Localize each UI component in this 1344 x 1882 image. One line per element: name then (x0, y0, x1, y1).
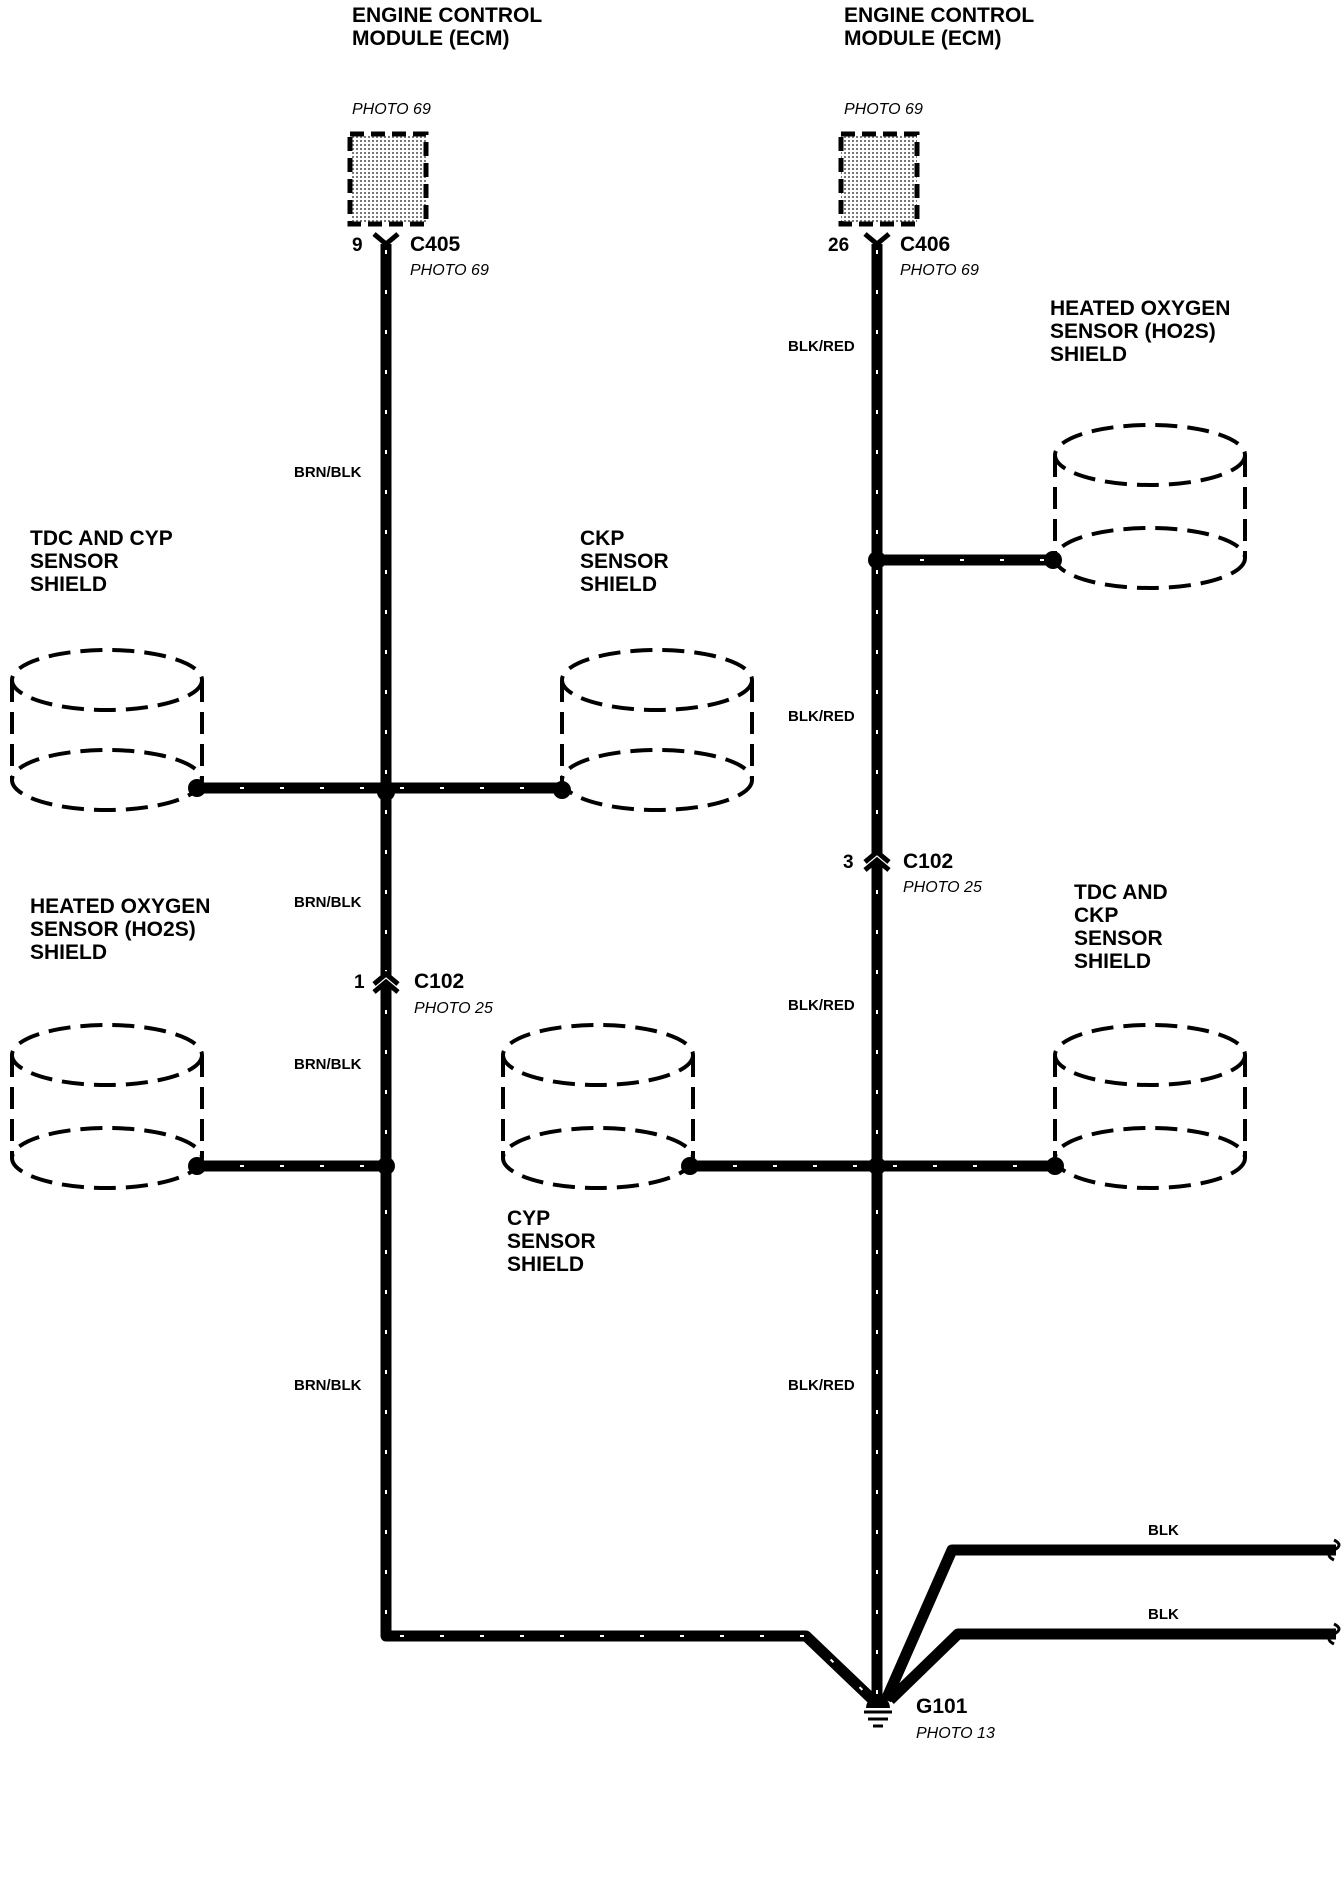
right-c102-photo: PHOTO 25 (903, 879, 982, 896)
wire-color-label: BRN/BLK (294, 464, 362, 481)
left-c102-label: C102 (414, 970, 464, 993)
shield-label: CKP (1074, 904, 1118, 927)
wire-color-label: BLK/RED (788, 708, 855, 725)
left-ecm-photo-ref: PHOTO 69 (352, 101, 431, 118)
right-c102-pin: 3 (843, 852, 854, 873)
left-wire-labels: BRN/BLK BRN/BLK BRN/BLK BRN/BLK (294, 464, 362, 1394)
wire-color-label: BRN/BLK (294, 1056, 362, 1073)
blk-wire-1 (880, 1544, 1336, 1703)
left-c102-pin: 1 (354, 972, 365, 993)
shield-label: SHIELD (30, 941, 107, 964)
left-c102-connector: 1 C102 PHOTO 25 (354, 970, 493, 1017)
junction-dot (377, 1157, 395, 1175)
shield-label: SHIELD (1074, 950, 1151, 973)
wire-color-label: BLK/RED (788, 338, 855, 355)
right-c102-label: C102 (903, 850, 953, 873)
right-ecm-connector: C406 (900, 233, 950, 256)
wire-color-label: BLK/RED (788, 1377, 855, 1394)
junction-dot (553, 781, 571, 799)
right-ecm-pin: 26 (828, 235, 849, 256)
right-wire-labels: BLK/RED BLK/RED BLK/RED BLK/RED (788, 338, 855, 1394)
shield-label: SHIELD (1050, 343, 1127, 366)
cylinder-shield-icon (501, 1023, 695, 1190)
shield-label: CYP (507, 1207, 550, 1230)
shield-label: SENSOR (HO2S) (30, 918, 196, 941)
ground-label: G101 (916, 1695, 968, 1718)
shield-label: SENSOR (507, 1230, 596, 1253)
left-ecm-title-line2: MODULE (ECM) (352, 27, 509, 50)
right-ecm-photo-ref: PHOTO 69 (844, 101, 923, 118)
left-ecm-title-line1: ENGINE CONTROL (352, 4, 542, 27)
wire-color-label: BLK/RED (788, 997, 855, 1014)
cylinder-shield-icon (560, 648, 754, 812)
shield-label: SENSOR (580, 550, 669, 573)
wire-color-label: BLK (1148, 1522, 1179, 1539)
wire-color-label: BLK (1148, 1606, 1179, 1623)
shield-label: TDC AND CYP (30, 527, 173, 550)
wire-color-label: BRN/BLK (294, 1377, 362, 1394)
ground-icon (864, 1696, 892, 1728)
shield-label: HEATED OXYGEN (1050, 297, 1230, 320)
left-ecm-connector: C405 (410, 233, 461, 256)
shield-cyp: CYP SENSOR SHIELD (501, 1023, 695, 1276)
cylinder-shield-icon (1053, 1023, 1247, 1190)
left-main-wire (380, 244, 877, 1704)
junction-dot (377, 783, 395, 801)
connector-chevron-icon (863, 232, 891, 248)
junction-dot (1046, 1157, 1064, 1175)
shield-tdc-ckp: TDC AND CKP SENSOR SHIELD (1053, 881, 1247, 1190)
wire-break-icon (1327, 1622, 1341, 1646)
shield-label: HEATED OXYGEN (30, 895, 210, 918)
shield-label: SHIELD (30, 573, 107, 596)
cylinder-shield-icon (1053, 423, 1247, 590)
left-ecm-block: ENGINE CONTROL MODULE (ECM) PHOTO 69 9 C… (347, 4, 542, 279)
shield-label: SHIELD (507, 1253, 584, 1276)
blk-wire-2 (886, 1628, 1336, 1704)
connector-chevron-icon (372, 232, 400, 248)
right-ecm-title-line2: MODULE (ECM) (844, 27, 1001, 50)
ecm-module-icon (838, 131, 920, 227)
junction-dot (868, 551, 886, 569)
wires (197, 244, 1336, 1704)
wire-color-label: BRN/BLK (294, 894, 362, 911)
right-ecm-connector-photo: PHOTO 69 (900, 262, 979, 279)
left-c102-photo: PHOTO 25 (414, 1000, 493, 1017)
blk-wires-labels: BLK BLK (1148, 1522, 1341, 1646)
right-ecm-block: ENGINE CONTROL MODULE (ECM) PHOTO 69 26 … (828, 4, 1034, 279)
left-ecm-pin: 9 (352, 235, 363, 256)
shield-label: SHIELD (580, 573, 657, 596)
ground-g101: G101 PHOTO 13 (864, 1695, 995, 1742)
shield-ckp: CKP SENSOR SHIELD (560, 527, 754, 812)
shield-tdc-cyp: TDC AND CYP SENSOR SHIELD (10, 527, 204, 812)
right-c102-connector: 3 C102 PHOTO 25 (843, 848, 982, 896)
ground-photo: PHOTO 13 (916, 1725, 995, 1742)
shield-label: SENSOR (1074, 927, 1163, 950)
wire-break-icon (1327, 1538, 1341, 1562)
shield-ho2s-right: HEATED OXYGEN SENSOR (HO2S) SHIELD (1050, 297, 1247, 590)
shield-label: SENSOR (30, 550, 119, 573)
shield-label: SENSOR (HO2S) (1050, 320, 1216, 343)
left-ecm-connector-photo: PHOTO 69 (410, 262, 489, 279)
shield-ho2s-left: HEATED OXYGEN SENSOR (HO2S) SHIELD (10, 895, 210, 1190)
cylinder-shield-icon (10, 1023, 204, 1190)
shield-label: CKP (580, 527, 624, 550)
cylinder-shield-icon (10, 648, 204, 812)
junction-dot (868, 1157, 886, 1175)
ecm-module-icon (347, 131, 429, 227)
right-ecm-title-line1: ENGINE CONTROL (844, 4, 1034, 27)
shield-label: TDC AND (1074, 881, 1168, 904)
